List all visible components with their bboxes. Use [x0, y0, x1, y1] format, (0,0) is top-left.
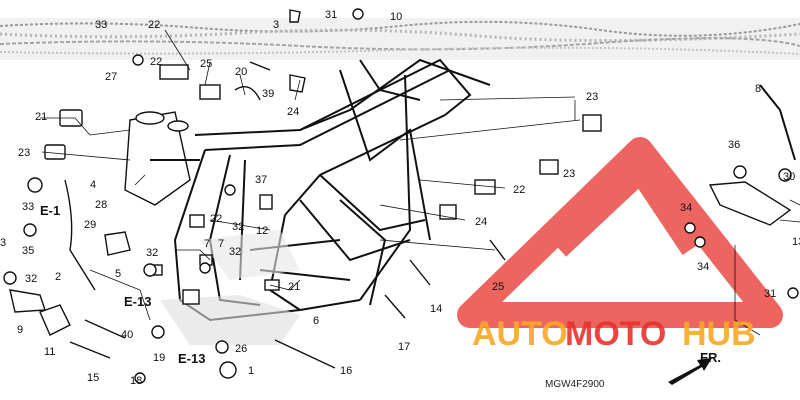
callout-7: 7	[218, 238, 224, 250]
callout-13: 13	[792, 236, 800, 248]
ref-e13-left: E-13	[124, 294, 151, 309]
callout-23: 23	[18, 147, 30, 159]
callout-14: 14	[430, 303, 442, 315]
diagram-code: MGW4F2900	[545, 379, 605, 390]
watermark-logo-icon	[457, 137, 783, 328]
watermark-text: AUTO MOTO HUB	[472, 315, 756, 353]
motorcycle-frame	[124, 58, 491, 345]
callout-39: 39	[262, 88, 274, 100]
callout-15: 15	[87, 372, 99, 384]
callout-29: 29	[84, 219, 96, 231]
callout-34: 34	[697, 261, 709, 273]
leader-lines	[40, 29, 800, 321]
callout-3: 3	[0, 237, 6, 249]
watermark-part-auto: AUTO	[472, 315, 568, 353]
callout-24: 24	[475, 216, 487, 228]
callouts: 33 22 3 31 10 27 22 25 20 39 8 21 24 23 …	[0, 9, 800, 387]
callout-35: 35	[22, 245, 34, 257]
callout-25: 25	[200, 58, 212, 70]
callout-24: 24	[287, 106, 299, 118]
callout-30: 30	[783, 171, 795, 183]
callout-7: 7	[204, 238, 210, 250]
callout-8: 8	[755, 83, 761, 95]
callout-28: 28	[95, 199, 107, 211]
front-direction-arrow-icon: FR.	[668, 350, 721, 385]
callout-18: 18	[130, 375, 142, 387]
ref-e1: E-1	[40, 203, 60, 218]
callout-5: 5	[115, 268, 121, 280]
callout-17: 17	[398, 341, 410, 353]
callout-22: 22	[513, 184, 525, 196]
callout-32: 32	[232, 221, 244, 233]
callout-33: 33	[95, 19, 107, 31]
callout-26: 26	[235, 343, 247, 355]
callout-32: 32	[25, 273, 37, 285]
callout-19: 19	[153, 352, 165, 364]
callout-27: 27	[105, 71, 117, 83]
callout-4: 4	[90, 179, 96, 191]
callout-23: 23	[563, 168, 575, 180]
small-parts	[3, 8, 799, 384]
watermark-part-hub: HUB	[682, 315, 756, 353]
callout-20: 20	[235, 66, 247, 78]
callout-11: 11	[44, 346, 55, 358]
ref-e13-bottom: E-13	[178, 351, 205, 366]
callout-23: 23	[586, 91, 598, 103]
scan-noise-band	[0, 18, 800, 60]
callout-12: 12	[256, 225, 268, 237]
watermark-part-moto: MOTO	[565, 315, 666, 353]
front-direction-label: FR.	[700, 350, 721, 365]
callout-16: 16	[340, 365, 352, 377]
callout-9: 9	[17, 324, 23, 336]
callout-34: 34	[680, 202, 692, 214]
callout-40: 40	[121, 329, 133, 341]
callout-32: 32	[229, 246, 241, 258]
callout-2: 2	[55, 271, 61, 283]
callout-10: 10	[390, 11, 402, 23]
callout-3: 3	[273, 19, 279, 31]
callout-22: 22	[148, 19, 160, 31]
callout-6: 6	[313, 315, 319, 327]
callout-32: 32	[146, 247, 158, 259]
callout-33: 33	[22, 201, 34, 213]
callout-25: 25	[492, 281, 504, 293]
callout-22: 22	[210, 213, 222, 225]
callout-31: 31	[325, 9, 337, 21]
callout-1: 1	[248, 365, 254, 377]
callout-21: 21	[35, 111, 47, 123]
callout-37: 37	[255, 174, 267, 186]
callout-22: 22	[150, 56, 162, 68]
callout-36: 36	[728, 139, 740, 151]
callout-21: 21	[288, 281, 300, 293]
engine-refs: E-1 E-13 E-13	[40, 203, 205, 366]
callout-31: 31	[764, 288, 776, 300]
